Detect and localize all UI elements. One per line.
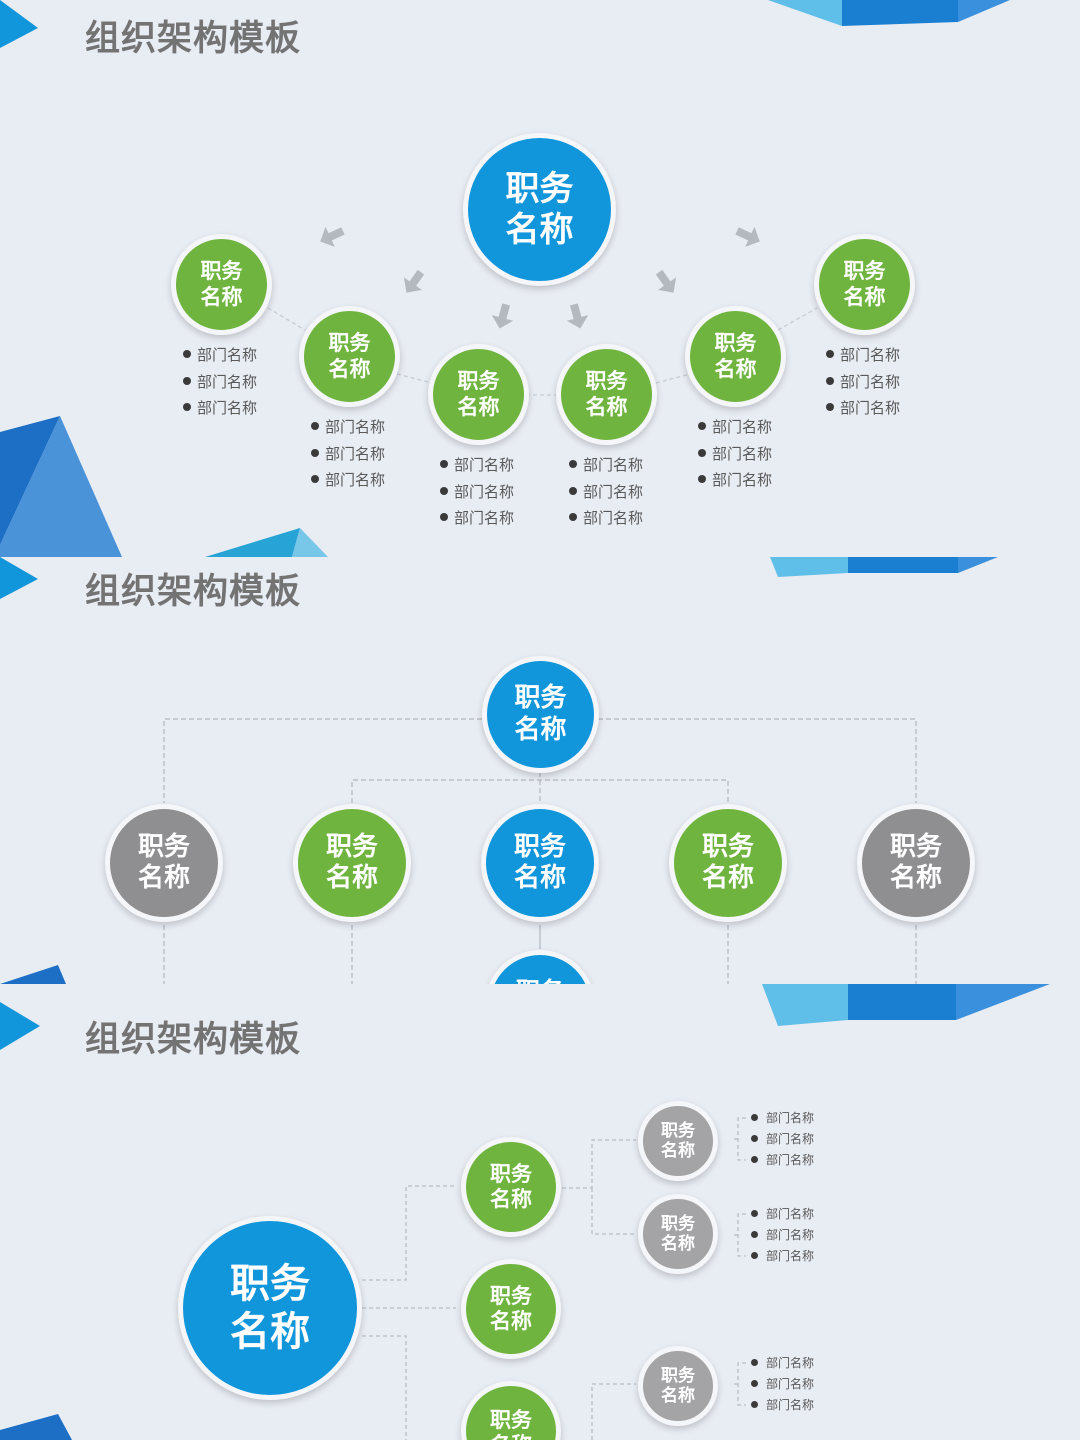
department-item: 部门名称 <box>751 1204 814 1225</box>
triangle-bullet-icon <box>0 557 38 599</box>
department-item: 部门名称 <box>751 1395 814 1416</box>
position-node: 职务 名称 <box>638 1194 718 1274</box>
position-node: 职务 名称 <box>638 1101 718 1181</box>
department-item: 部门名称 <box>183 369 257 396</box>
position-node: 职务 名称 <box>461 1259 561 1359</box>
position-node: 职务 名称 <box>171 234 272 335</box>
decor-shard <box>0 1414 72 1440</box>
decor-shard <box>0 416 60 545</box>
arrow-icon <box>560 299 594 333</box>
department-list: 部门名称 部门名称 部门名称 <box>569 452 643 532</box>
department-item: 部门名称 <box>826 395 900 422</box>
department-list: 部门名称 部门名称 部门名称 <box>183 342 257 422</box>
top-position-node: 职务 名称 <box>463 133 616 286</box>
arrow-icon <box>729 217 766 254</box>
department-item: 部门名称 <box>751 1353 814 1374</box>
department-list: 部门名称 部门名称 部门名称 <box>698 414 772 494</box>
department-list: 部门名称 部门名称 部门名称 <box>826 342 900 422</box>
position-node: 职务 名称 <box>299 306 400 407</box>
position-node-partial: 职务 <box>485 950 595 984</box>
position-node: 职务 名称 <box>669 804 787 922</box>
department-item: 部门名称 <box>569 452 643 479</box>
arrow-icon <box>313 217 350 254</box>
decor-shard <box>0 416 122 557</box>
position-node: 职务 名称 <box>481 804 599 922</box>
department-item: 部门名称 <box>440 505 514 532</box>
triangle-bullet-icon <box>0 1002 40 1050</box>
department-item: 部门名称 <box>751 1246 814 1267</box>
department-item: 部门名称 <box>569 505 643 532</box>
decor-shard <box>770 557 850 577</box>
decor-shard <box>958 0 1010 22</box>
decor-shard <box>956 984 1050 1020</box>
department-item: 部门名称 <box>183 395 257 422</box>
position-node: 职务 名称 <box>428 344 529 445</box>
department-item: 部门名称 <box>311 467 385 494</box>
position-node: 职务 名称 <box>105 804 223 922</box>
arrow-icon <box>486 299 520 333</box>
decor-shard <box>848 557 960 573</box>
department-item: 部门名称 <box>569 479 643 506</box>
decor-shard <box>0 965 66 984</box>
position-node-partial: 职务 名称 <box>461 1381 561 1440</box>
arrow-icon <box>395 263 434 302</box>
slide-3: 组织架构模板 职务 名称 职务 名称 职务 名称 职务 名称 职务 名称 部门名… <box>0 984 1080 1440</box>
department-item: 部门名称 <box>751 1225 814 1246</box>
top-position-node: 职务 名称 <box>482 656 599 773</box>
slide-2: 组织架构模板 职务 名称 职务 名称 职务 名称 职务 名称 职务 名称 职务 … <box>0 557 1080 984</box>
department-list: 部门名称 部门名称 部门名称 <box>440 452 514 532</box>
department-list: 部门名称 部门名称 部门名称 <box>751 1108 814 1171</box>
department-item: 部门名称 <box>698 467 772 494</box>
position-node: 职务 名称 <box>556 344 657 445</box>
department-list: 部门名称 部门名称 部门名称 <box>311 414 385 494</box>
decor-shard <box>205 528 300 557</box>
position-node: 职务 名称 <box>814 234 915 335</box>
department-list: 部门名称 部门名称 部门名称 <box>751 1353 814 1416</box>
position-node: 职务 名称 <box>685 306 786 407</box>
department-item: 部门名称 <box>440 479 514 506</box>
department-item: 部门名称 <box>311 441 385 468</box>
department-item: 部门名称 <box>698 414 772 441</box>
position-node: 职务 名称 <box>638 1346 718 1426</box>
department-item: 部门名称 <box>751 1150 814 1171</box>
department-list: 部门名称 部门名称 部门名称 <box>751 1204 814 1267</box>
decor-shard <box>762 984 850 1026</box>
department-item: 部门名称 <box>826 342 900 369</box>
department-item: 部门名称 <box>751 1374 814 1395</box>
decor-shard <box>958 557 998 573</box>
page-title: 组织架构模板 <box>85 1011 301 1062</box>
decor-shard <box>848 984 958 1020</box>
position-node: 职务 名称 <box>461 1137 561 1237</box>
department-item: 部门名称 <box>183 342 257 369</box>
decor-shard <box>842 0 960 26</box>
department-item: 部门名称 <box>751 1108 814 1129</box>
department-item: 部门名称 <box>751 1129 814 1150</box>
triangle-bullet-icon <box>0 0 38 48</box>
department-item: 部门名称 <box>826 369 900 396</box>
page-title: 组织架构模板 <box>85 563 301 614</box>
position-node: 职务 名称 <box>857 804 975 922</box>
decor-shard <box>292 528 328 557</box>
department-item: 部门名称 <box>698 441 772 468</box>
department-item: 部门名称 <box>311 414 385 441</box>
arrow-icon <box>647 263 686 302</box>
page-title: 组织架构模板 <box>85 10 301 61</box>
decor-shard <box>768 0 860 26</box>
department-item: 部门名称 <box>440 452 514 479</box>
position-node: 职务 名称 <box>293 804 411 922</box>
slide-1: 组织架构模板 职务 名称 职务 名称 部门名称 部门名称 部门名称 职务 名称 … <box>0 0 1080 557</box>
root-position-node: 职务 名称 <box>178 1216 362 1400</box>
